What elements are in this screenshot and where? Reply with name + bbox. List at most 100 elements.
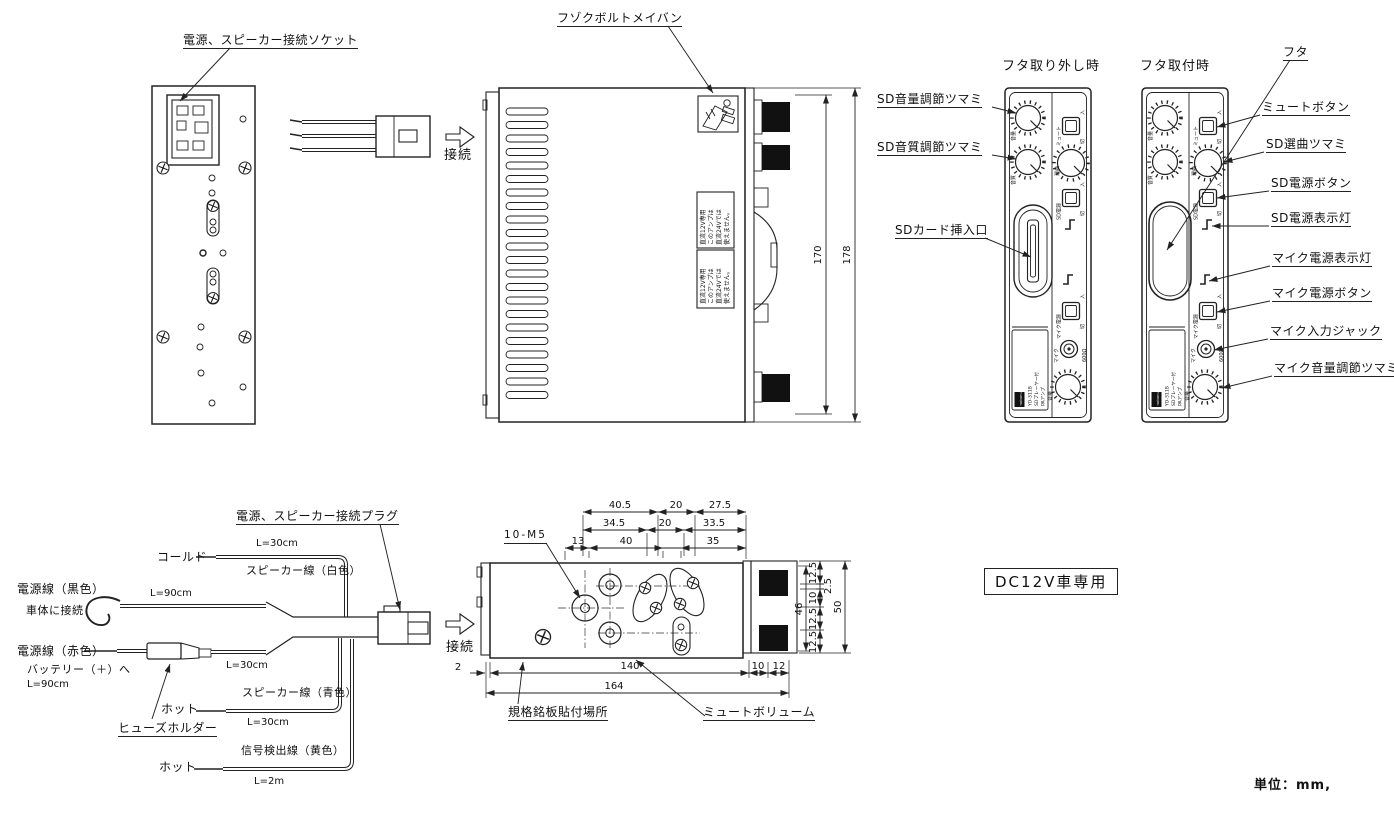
- title-cover-removed: フタ取り外し時: [1002, 59, 1101, 74]
- svg-text:13: 13: [572, 536, 585, 547]
- svg-text:12: 12: [773, 661, 786, 672]
- side-view: 直流12V専用 このアンプは 直流24Vでは 使えません。 直流12V専用 この…: [482, 87, 861, 423]
- label-hot-yellow: ホット: [159, 760, 197, 774]
- svg-text:10: 10: [808, 592, 819, 605]
- sd-card-slot: [1013, 204, 1053, 298]
- label-mic-volume-knob: マイク音量調節ツマミ: [1274, 361, 1394, 378]
- svg-text:27.5: 27.5: [709, 500, 731, 511]
- svg-text:34.5: 34.5: [603, 518, 625, 529]
- label-sd-card-slot: SDカード挿入口: [895, 223, 988, 240]
- dc12v-note-box: DC12V車専用: [984, 568, 1119, 595]
- label-sd-power-button: SD電源ボタン: [1271, 176, 1352, 193]
- svg-text:20: 20: [670, 500, 683, 511]
- connector-cable: [289, 115, 431, 158]
- label-len-30-blue: L=30cm: [247, 717, 289, 728]
- svg-text:20: 20: [659, 518, 672, 529]
- label-power-speaker-plug: 電源、スピーカー接続プラグ: [236, 509, 399, 526]
- label-accessory-bolt-plate: フゾクボルトメイバン: [557, 11, 683, 28]
- bottom-center-lines: [558, 568, 700, 648]
- svg-text:46: 46: [794, 603, 805, 616]
- label-battery: バッテリー（＋）へ: [27, 663, 131, 676]
- label-power-red: 電源線（赤色）: [17, 644, 105, 658]
- side-dimensions: 170 178: [748, 87, 861, 423]
- svg-text:直流24Vでは: 直流24Vでは: [715, 268, 723, 304]
- label-nameplate-area: 規格銘板貼付場所: [508, 705, 609, 722]
- warning-sticker-1: 直流12V専用 このアンプは 直流24Vでは 使えません。: [696, 191, 735, 249]
- svg-text:2: 2: [455, 662, 461, 673]
- svg-text:12.5: 12.5: [808, 608, 819, 630]
- svg-text:33.5: 33.5: [703, 518, 725, 529]
- svg-text:直流12V専用: 直流12V専用: [699, 268, 707, 304]
- svg-text:使えません。: 使えません。: [723, 268, 731, 304]
- svg-text:178: 178: [842, 245, 853, 264]
- warning-sticker-2: 直流12V専用 このアンプは 直流24Vでは 使えません。: [696, 249, 735, 309]
- svg-text:直流12V専用: 直流12V専用: [699, 209, 707, 245]
- label-mic-input-jack: マイク入力ジャック: [1270, 324, 1382, 341]
- leader-lines-left: [179, 25, 1032, 258]
- svg-text:35: 35: [707, 536, 720, 547]
- svg-text:12.5: 12.5: [808, 562, 819, 584]
- power-speaker-socket: [166, 94, 220, 166]
- label-signal-yellow: 信号検出線（黄色）: [241, 744, 345, 757]
- label-power-speaker-socket: 電源、スピーカー接続ソケット: [183, 33, 359, 50]
- label-fuse-holder: ヒューズホルダー: [118, 721, 218, 738]
- svg-text:このアンプは: このアンプは: [708, 268, 715, 304]
- svg-text:40.5: 40.5: [609, 500, 631, 511]
- rear-screws: [155, 160, 253, 345]
- label-sd-select-knob: SD選曲ツマミ: [1266, 137, 1347, 154]
- bottom-end-cap: [742, 560, 798, 654]
- label-len-90-black: L=90cm: [150, 588, 192, 599]
- hook-terminal: [85, 596, 121, 626]
- label-power-black: 電源線（黒色）: [17, 582, 105, 596]
- connect-arrow-bottom-icon: [445, 612, 475, 636]
- wiring-harness: [84, 523, 431, 771]
- front-panel-open: [1005, 88, 1091, 422]
- bolt-detail: [697, 95, 739, 133]
- label-mute-button: ミュートボタン: [1262, 100, 1350, 117]
- bottom-dimensions-right: 12.5 2.5 10 12.5 12.5 46 50: [794, 560, 851, 654]
- units-note: 単位：mm,: [1254, 778, 1332, 793]
- svg-text:12.5: 12.5: [808, 631, 819, 653]
- svg-text:40: 40: [620, 536, 633, 547]
- power-plug: [377, 605, 431, 645]
- label-body-ground: 車体に接続: [26, 604, 84, 617]
- title-cover-attached: フタ取付時: [1140, 59, 1211, 74]
- label-connect-top: 接続: [444, 148, 473, 163]
- connect-arrow-top-icon: [445, 125, 475, 149]
- label-mic-power-button: マイク電源ボタン: [1272, 286, 1372, 303]
- label-sd-volume-knob: SD音量調節ツマミ: [877, 92, 983, 109]
- svg-text:164: 164: [604, 681, 623, 692]
- terminal-pads: [632, 567, 705, 656]
- svg-text:このアンプは: このアンプは: [708, 209, 715, 245]
- sd-slot-cover: [1148, 201, 1192, 301]
- label-speaker-blue: スピーカー線（青色）: [242, 686, 357, 699]
- front-panel-covered: [1142, 88, 1228, 422]
- label-cold: コールド: [157, 550, 208, 564]
- rear-holes: [196, 115, 247, 407]
- svg-text:10: 10: [752, 661, 765, 672]
- svg-text:50: 50: [833, 601, 844, 614]
- label-len-90-red: L=90cm: [27, 679, 69, 690]
- label-len-30-red: L=30cm: [226, 660, 268, 671]
- fuse-holder: [146, 642, 212, 660]
- label-mic-power-led: マイク電源表示灯: [1272, 251, 1372, 268]
- label-thread-10-m5: 10-M5: [504, 529, 547, 544]
- svg-text:2.5: 2.5: [823, 578, 834, 594]
- svg-text:直流24Vでは: 直流24Vでは: [715, 209, 723, 245]
- keyhole-slots: [206, 199, 220, 305]
- mounting-holes: [534, 573, 622, 646]
- leader-lines-right: [1166, 59, 1291, 389]
- label-sd-power-led: SD電源表示灯: [1271, 211, 1352, 228]
- bottom-dimensions-bottom: 2 140 10 12 164: [455, 660, 790, 698]
- label-len-2m: L=2m: [254, 776, 285, 787]
- front-edge-profile: [744, 87, 790, 423]
- bottom-view: [476, 542, 798, 717]
- svg-text:170: 170: [813, 245, 824, 264]
- label-mute-volume: ミュートボリューム: [703, 705, 816, 722]
- label-len-30-white: L=30cm: [256, 538, 298, 549]
- label-hot-blue: ホット: [161, 702, 199, 716]
- svg-text:使えません。: 使えません。: [723, 209, 731, 245]
- svg-text:140: 140: [620, 661, 639, 672]
